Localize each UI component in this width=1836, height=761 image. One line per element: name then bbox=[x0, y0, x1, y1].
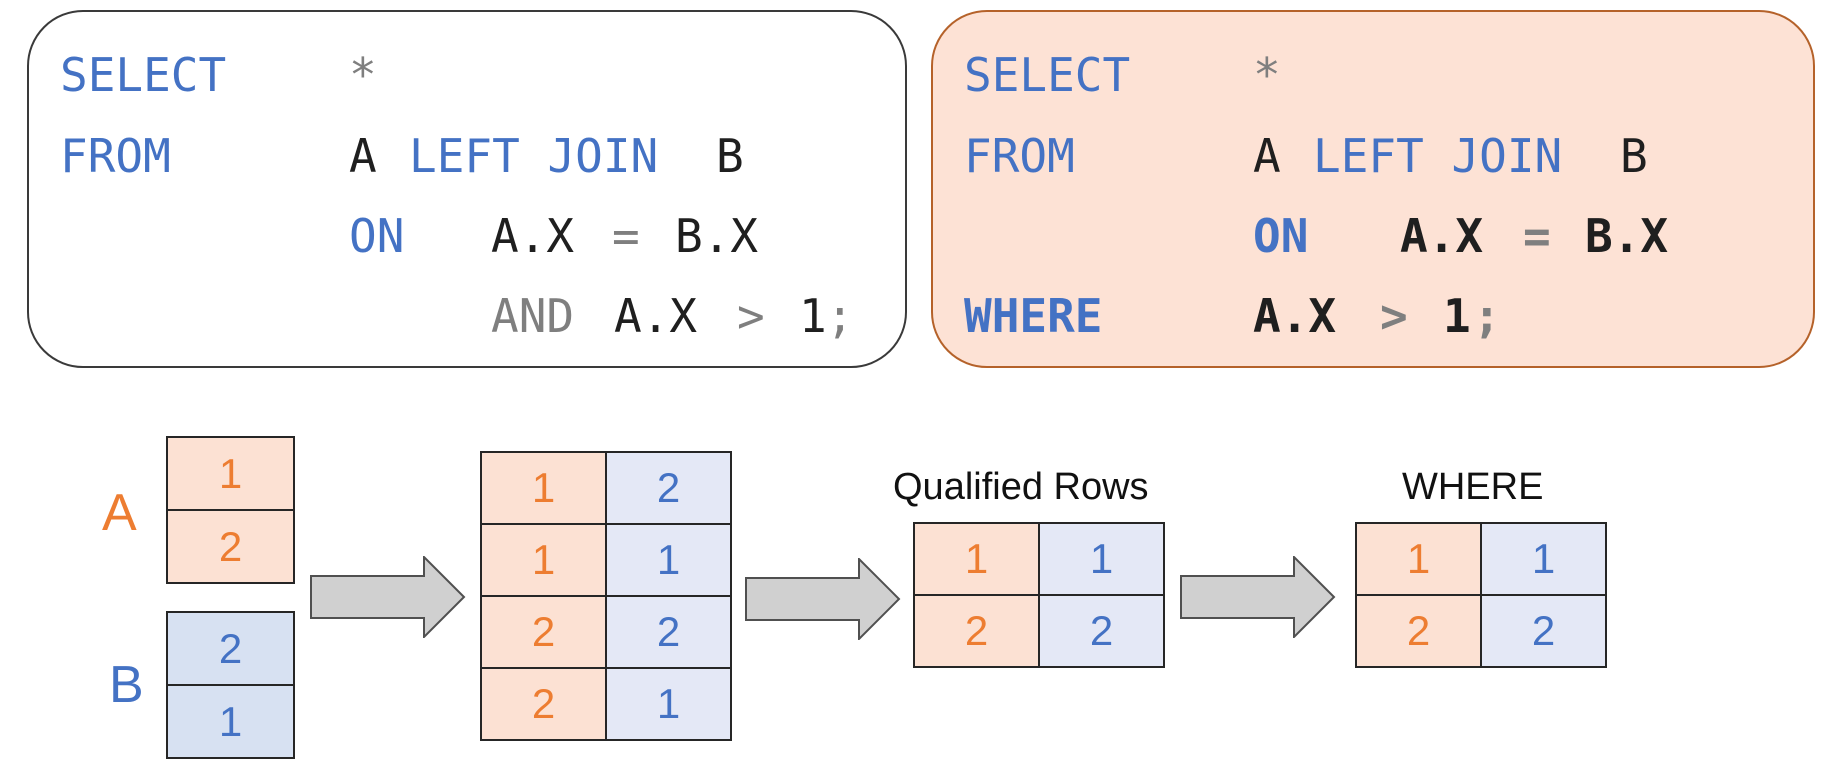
semicolon: ; bbox=[1473, 289, 1501, 343]
arrow-right-icon bbox=[745, 558, 901, 640]
table-a-cell: 2 bbox=[166, 509, 295, 584]
table-row: 2 2 bbox=[480, 595, 732, 669]
table-row: 1 2 bbox=[480, 451, 732, 525]
qualified-cell-b: 2 bbox=[1038, 594, 1165, 668]
where-cell-a: 1 bbox=[1355, 522, 1482, 596]
arrow-right-icon bbox=[1180, 556, 1336, 638]
table-b-cell: 2 bbox=[166, 611, 295, 686]
select-keyword: SELECT bbox=[60, 48, 227, 102]
on-lhs: A.X bbox=[1400, 209, 1484, 263]
table-b-name: B bbox=[1620, 129, 1648, 183]
right-query-box: SELECT * FROM A LEFT JOIN B ON A.X = B.X… bbox=[931, 10, 1815, 368]
qualified-cell-b: 1 bbox=[1038, 522, 1165, 596]
joined-cell-a: 1 bbox=[480, 451, 607, 525]
on-lhs: A.X bbox=[491, 209, 575, 263]
joined-cell-a: 2 bbox=[480, 595, 607, 669]
select-star: * bbox=[1253, 48, 1281, 102]
table-row: 2 1 bbox=[480, 667, 732, 741]
left-join-keyword: LEFT JOIN bbox=[1313, 129, 1563, 183]
table-a-name: A bbox=[1253, 129, 1281, 183]
where-cell-a: 2 bbox=[1355, 594, 1482, 668]
on-equals: = bbox=[612, 209, 640, 263]
left-join-keyword: LEFT JOIN bbox=[409, 129, 659, 183]
table-b-label: B bbox=[109, 656, 144, 714]
joined-cell-b: 2 bbox=[605, 451, 732, 525]
arrow-right-icon bbox=[310, 556, 466, 638]
on-rhs: B.X bbox=[1585, 209, 1669, 263]
where-caption: WHERE bbox=[1402, 466, 1544, 508]
joined-cell-b: 1 bbox=[605, 667, 732, 741]
table-b-cell: 1 bbox=[166, 684, 295, 759]
where-keyword: WHERE bbox=[964, 289, 1103, 343]
on-rhs: B.X bbox=[675, 209, 759, 263]
table-a-cell: 1 bbox=[166, 436, 295, 511]
select-star: * bbox=[349, 48, 377, 102]
from-keyword: FROM bbox=[964, 129, 1075, 183]
cond-lhs: A.X bbox=[1253, 289, 1337, 343]
cond-lhs: A.X bbox=[614, 289, 698, 343]
table-row: 1 1 bbox=[913, 522, 1165, 596]
table-row: 1 1 bbox=[480, 523, 732, 597]
on-equals: = bbox=[1523, 209, 1551, 263]
joined-cell-b: 1 bbox=[605, 523, 732, 597]
table-a: 1 2 bbox=[166, 436, 295, 584]
joined-cell-a: 1 bbox=[480, 523, 607, 597]
qualified-cell-a: 2 bbox=[913, 594, 1040, 668]
cond-rhs: 1 bbox=[1443, 289, 1471, 343]
table-b: 2 1 bbox=[166, 611, 295, 759]
cond-rhs: 1 bbox=[799, 289, 827, 343]
semicolon: ; bbox=[826, 289, 854, 343]
table-row: 1 1 bbox=[1355, 522, 1607, 596]
qualified-cell-a: 1 bbox=[913, 522, 1040, 596]
where-result-table: 1 1 2 2 bbox=[1355, 522, 1607, 668]
on-keyword: ON bbox=[1253, 209, 1309, 263]
table-a-label: A bbox=[102, 484, 137, 542]
from-keyword: FROM bbox=[60, 129, 171, 183]
table-row: 2 2 bbox=[1355, 594, 1607, 668]
table-b-name: B bbox=[716, 129, 744, 183]
cond-greater-than: > bbox=[737, 289, 765, 343]
left-query-box: SELECT * FROM A LEFT JOIN B ON A.X = B.X… bbox=[27, 10, 907, 368]
cond-greater-than: > bbox=[1380, 289, 1408, 343]
joined-table: 1 2 1 1 2 2 2 1 bbox=[480, 451, 732, 741]
qualified-rows-table: 1 1 2 2 bbox=[913, 522, 1165, 668]
on-keyword: ON bbox=[349, 209, 405, 263]
select-keyword: SELECT bbox=[964, 48, 1131, 102]
joined-cell-a: 2 bbox=[480, 667, 607, 741]
and-keyword: AND bbox=[491, 289, 575, 343]
where-cell-b: 1 bbox=[1480, 522, 1607, 596]
where-cell-b: 2 bbox=[1480, 594, 1607, 668]
table-row: 2 2 bbox=[913, 594, 1165, 668]
joined-cell-b: 2 bbox=[605, 595, 732, 669]
qualified-rows-caption: Qualified Rows bbox=[893, 466, 1149, 508]
table-a-name: A bbox=[349, 129, 377, 183]
